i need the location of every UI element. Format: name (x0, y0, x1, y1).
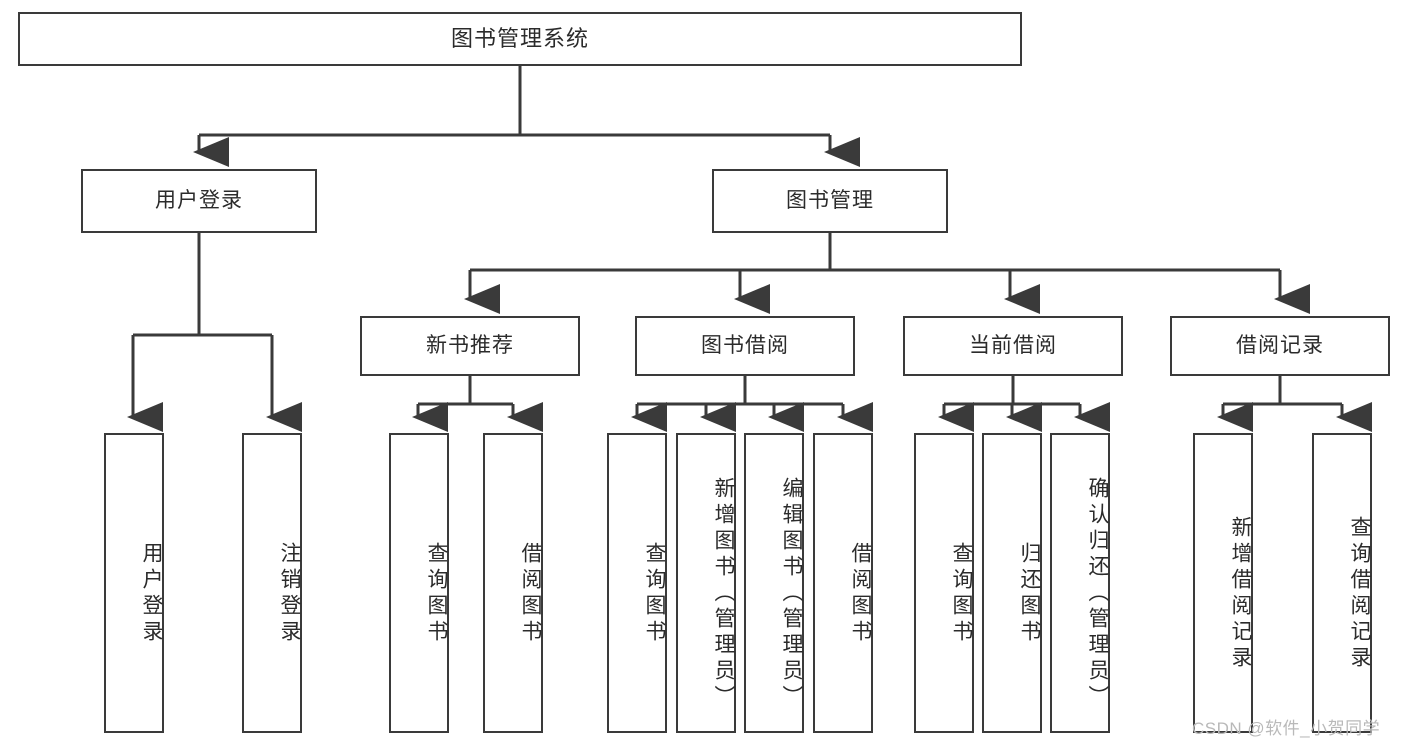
node-label: 用户登录 (140, 542, 163, 646)
leaf-return-book[interactable]: 归还图书 (982, 433, 1042, 733)
node-label: 归还图书 (1018, 542, 1041, 646)
node-label: 当前借阅 (969, 334, 1057, 358)
csdn-watermark: CSDN @软件_小贺同学 (1192, 719, 1381, 738)
leaf-edit-book[interactable]: 编辑图书（管理员） (744, 433, 804, 733)
node-label: 注销登录 (278, 542, 301, 646)
node-current-borrow[interactable]: 当前借阅 (903, 316, 1123, 376)
node-label: 查询图书 (643, 542, 666, 646)
leaf-logout[interactable]: 注销登录 (242, 433, 302, 733)
node-label: 借阅图书 (519, 542, 542, 646)
node-user-login[interactable]: 用户登录 (81, 169, 317, 233)
node-label: 新增图书（管理员） (712, 477, 735, 711)
leaf-query-book-2[interactable]: 查询图书 (607, 433, 667, 733)
leaf-confirm-return[interactable]: 确认归还（管理员） (1050, 433, 1110, 733)
node-label: 图书借阅 (701, 334, 789, 358)
node-label: 图书管理 (786, 189, 874, 213)
leaf-query-record[interactable]: 查询借阅记录 (1312, 433, 1372, 733)
leaf-borrow-book-2[interactable]: 借阅图书 (813, 433, 873, 733)
node-label: 编辑图书（管理员） (780, 477, 803, 711)
leaf-query-book-1[interactable]: 查询图书 (389, 433, 449, 733)
node-new-book-recommend[interactable]: 新书推荐 (360, 316, 580, 376)
node-label: 确认归还（管理员） (1086, 477, 1109, 711)
node-label: 图书管理系统 (450, 25, 589, 51)
node-label: 新增借阅记录 (1229, 516, 1252, 672)
node-borrow-record[interactable]: 借阅记录 (1170, 316, 1390, 376)
node-book-manage[interactable]: 图书管理 (712, 169, 948, 233)
leaf-add-record[interactable]: 新增借阅记录 (1193, 433, 1253, 733)
node-label: 借阅图书 (849, 542, 872, 646)
node-label: 新书推荐 (426, 334, 514, 358)
node-label: 查询借阅记录 (1348, 516, 1371, 672)
node-root-system[interactable]: 图书管理系统 (18, 12, 1022, 66)
leaf-add-book[interactable]: 新增图书（管理员） (676, 433, 736, 733)
leaf-query-book-3[interactable]: 查询图书 (914, 433, 974, 733)
node-label: 查询图书 (425, 542, 448, 646)
node-book-borrow[interactable]: 图书借阅 (635, 316, 855, 376)
node-label: 查询图书 (950, 542, 973, 646)
node-label: 借阅记录 (1236, 334, 1324, 358)
leaf-user-login[interactable]: 用户登录 (104, 433, 164, 733)
leaf-borrow-book-1[interactable]: 借阅图书 (483, 433, 543, 733)
node-label: 用户登录 (155, 189, 243, 213)
